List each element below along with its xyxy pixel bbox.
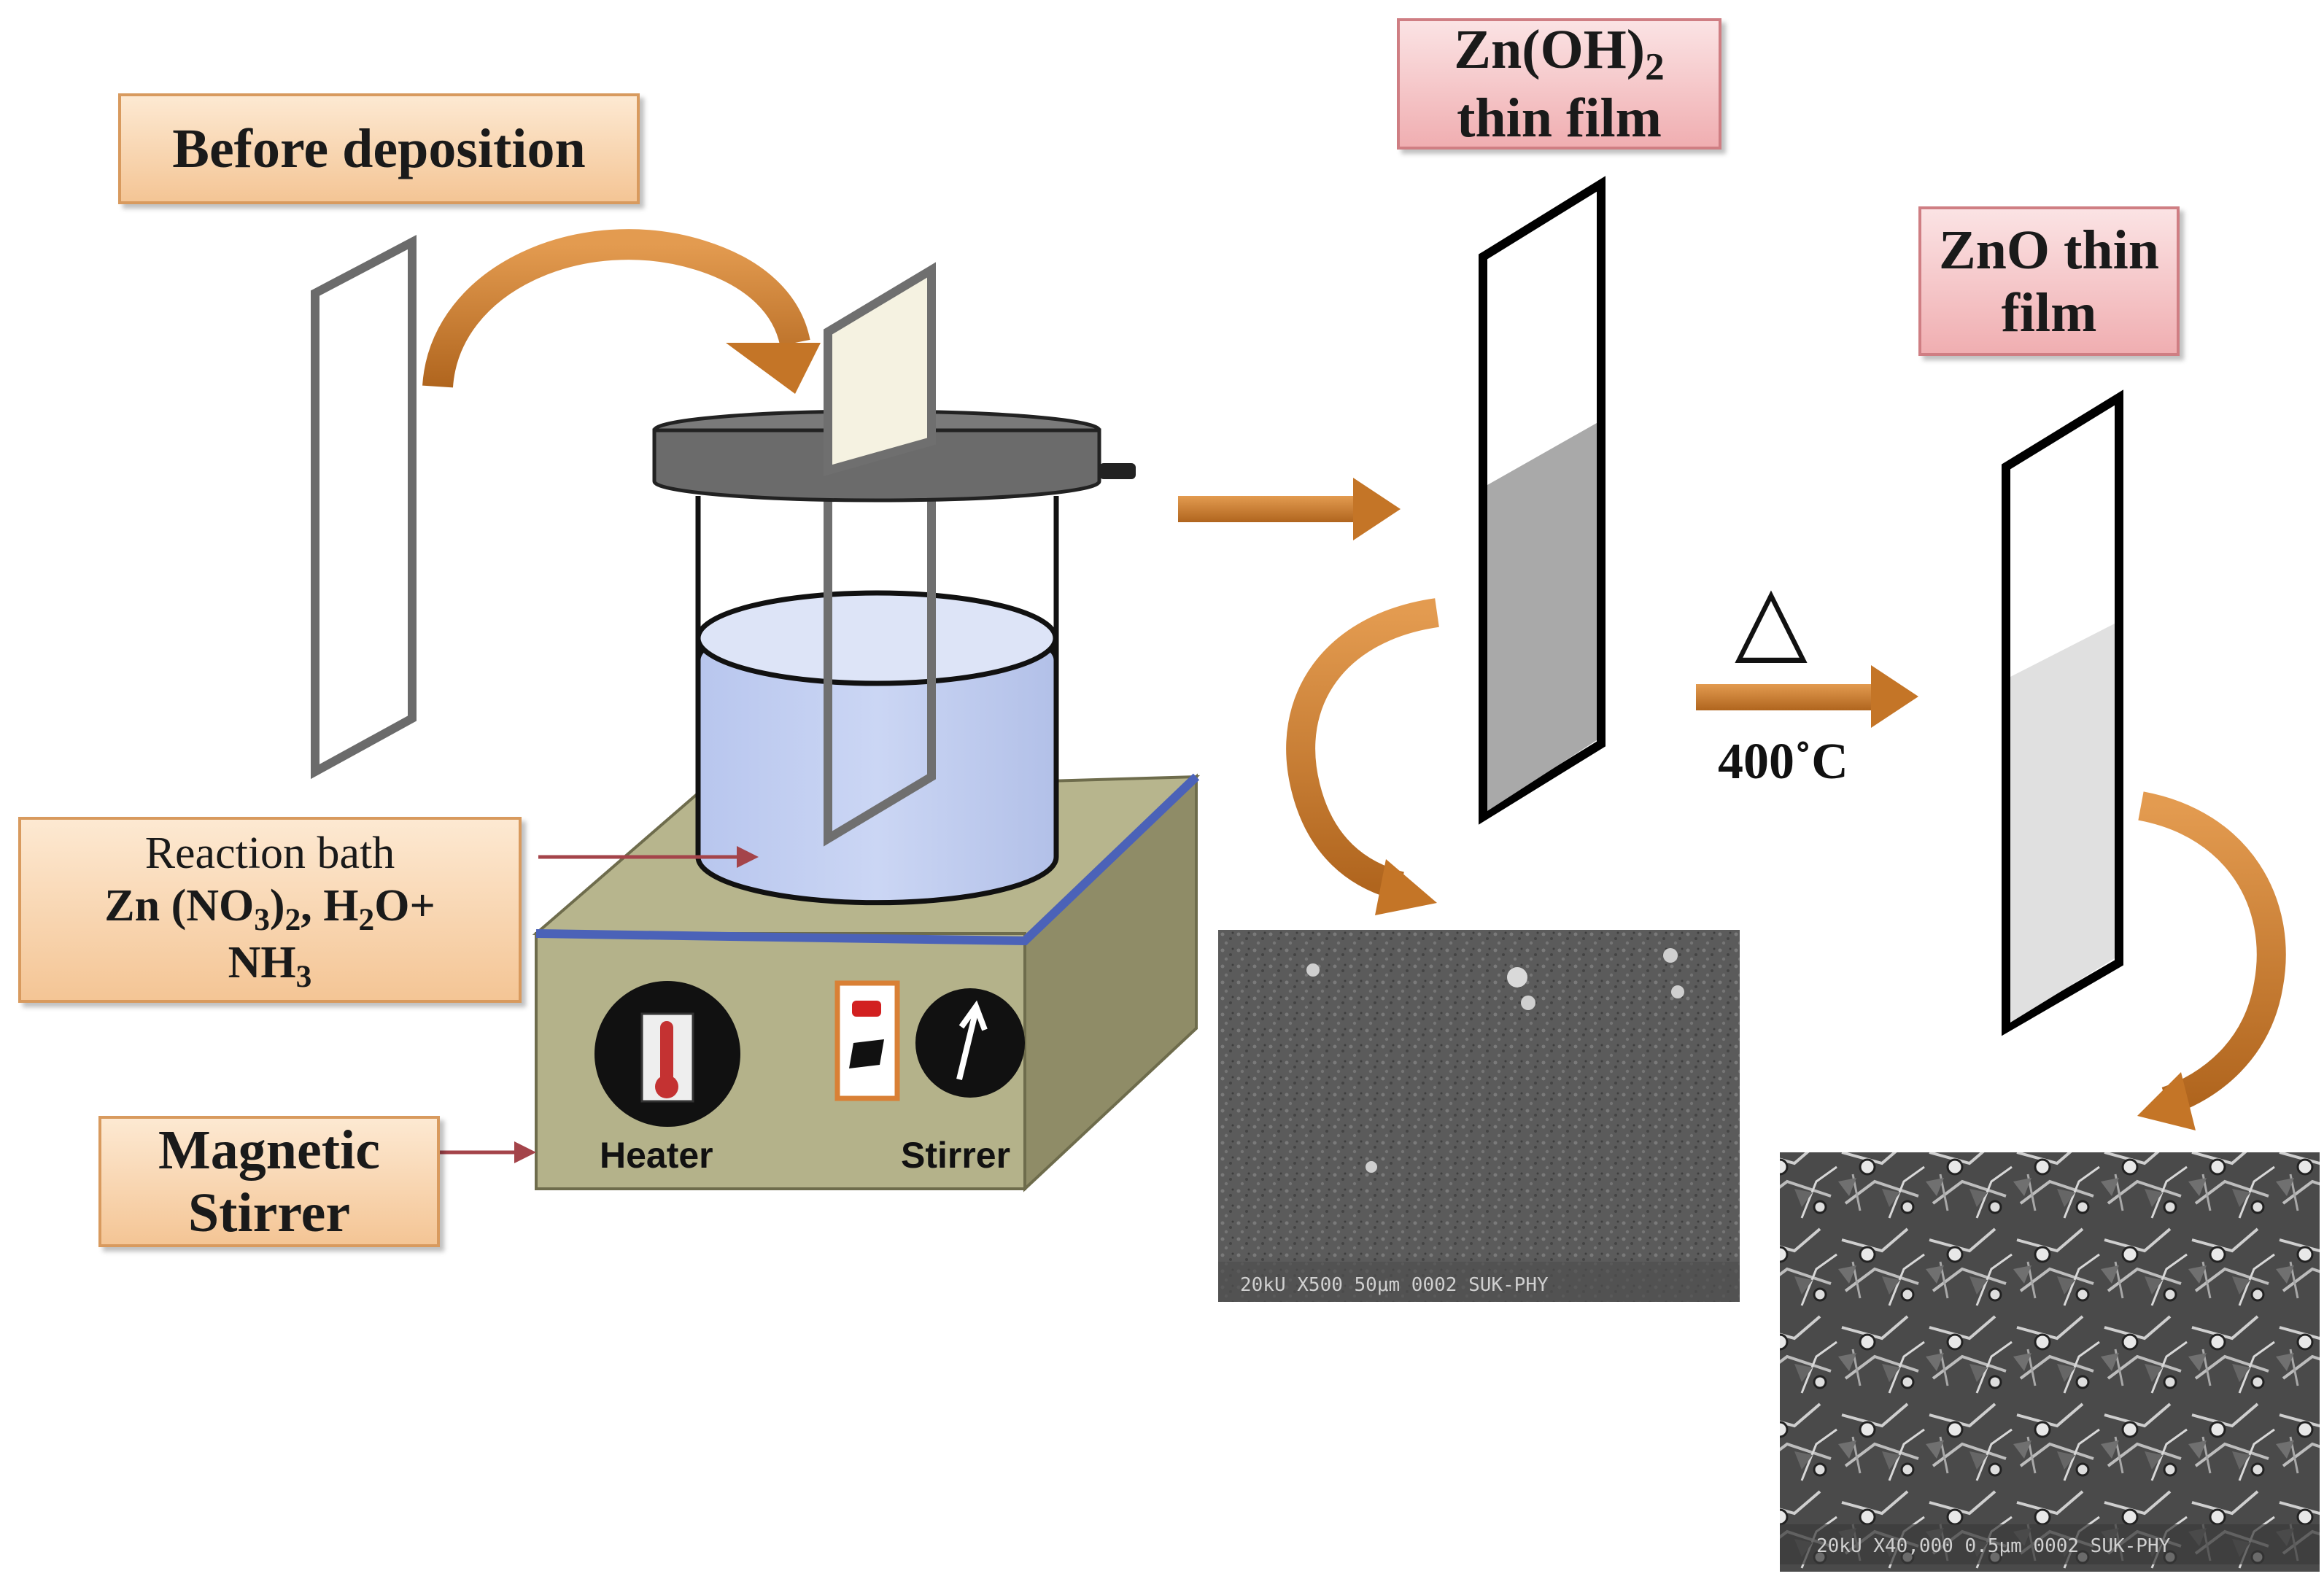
control-indicator: [834, 980, 900, 1101]
thermometer-icon: [655, 1021, 678, 1098]
zno-thin-film-label: ZnO thin film: [1918, 206, 2180, 356]
sem-caption-zno: 20kU X40,000 0.5μm 0002 SUK-PHY: [1816, 1535, 2171, 1557]
curved-arrow-to-znoh2-sem: [1286, 598, 1440, 915]
before-deposition-label: Before deposition: [118, 93, 640, 204]
heat-triangle-symbol: △: [1735, 567, 1808, 672]
beaker: [652, 262, 1136, 906]
bare-substrate-slide: [311, 235, 417, 780]
magnetic-stirrer-label: Magnetic Stirrer: [98, 1116, 440, 1247]
pointer-to-stirrer: [438, 1141, 536, 1163]
temperature-label: 400˚C: [1718, 734, 1848, 790]
zno-film-slide: [2002, 389, 2123, 1036]
sem-image-zno: 20kU X40,000 0.5μm 0002 SUK-PHY: [1780, 1152, 2320, 1572]
curved-arrow-into-bath: [422, 229, 821, 394]
arrow-heat-treatment: [1696, 665, 1918, 728]
heater-label: Heater: [600, 1135, 713, 1176]
stirrer-knob: [915, 988, 1025, 1098]
reaction-bath-label: Reaction bath Zn (NO3)2, H2O+ NH3: [18, 817, 522, 1003]
heater-knob: [594, 981, 740, 1127]
sem-image-znoh2: 20kU X500 50μm 0002 SUK-PHY: [1218, 930, 1740, 1302]
znoh2-film-slide: [1479, 176, 1606, 825]
znoh2-thin-film-label: Zn(OH)2 thin film: [1397, 18, 1721, 150]
stirrer-label: Stirrer: [901, 1135, 1011, 1176]
pointer-to-solution: [538, 846, 759, 868]
arrow-to-znoh2-film: [1178, 478, 1401, 540]
sem-caption-znoh2: 20kU X500 50μm 0002 SUK-PHY: [1240, 1274, 1549, 1296]
curved-arrow-to-zno-sem: [2137, 791, 2286, 1130]
up-arrow-icon: [956, 1000, 988, 1080]
